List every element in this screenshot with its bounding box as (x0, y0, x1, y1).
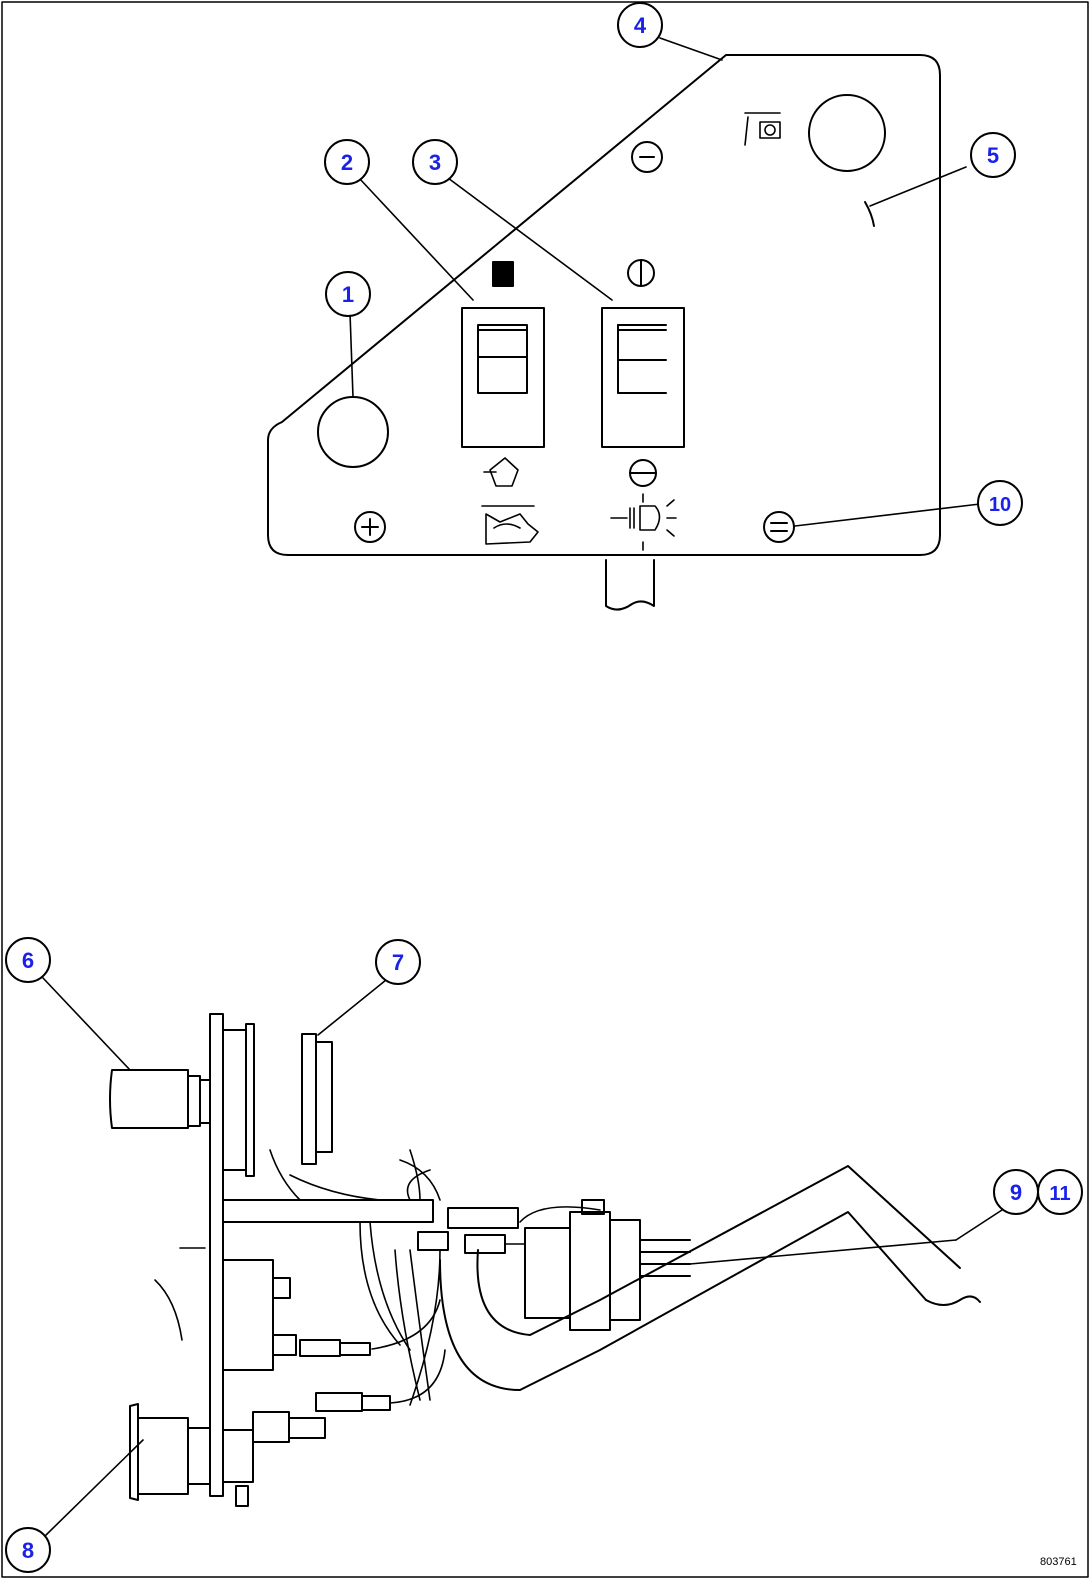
lamp-symbol-icon (627, 259, 655, 287)
panel-plate-side (209, 1013, 224, 1497)
panel-harness-stub (605, 559, 655, 611)
harness-main-connector (524, 1199, 691, 1331)
callout-bubble: 10 (977, 480, 1023, 526)
callout-label: 10 (989, 494, 1011, 516)
toggle-switch-side (252, 1411, 326, 1443)
callout-label: 3 (429, 150, 441, 175)
screw-icon (354, 511, 386, 543)
callout-bubble: 3 (412, 139, 458, 185)
callout-label: 5 (987, 143, 999, 168)
gauge-hole (808, 94, 886, 172)
callout-bubble: 8 (5, 1527, 51, 1573)
beacon-icon (629, 459, 657, 487)
callout-bubble: 9 (993, 1169, 1039, 1215)
indicator-lamp-icon (492, 261, 514, 287)
callout-bubble: 1 (325, 271, 371, 317)
leader-lines-bottom (42, 977, 1003, 1536)
screw-icon (763, 511, 795, 543)
callout-label: 4 (634, 13, 647, 38)
rocker-switch-body-side (222, 1023, 333, 1177)
push-button-side (129, 1403, 254, 1507)
callout-label: 8 (22, 1538, 34, 1563)
callout-bubble: 7 (375, 939, 421, 985)
callout-label: 1 (342, 282, 354, 307)
callout-label: 7 (392, 950, 404, 975)
mounting-bracket (222, 1199, 434, 1223)
callout-bubble: 5 (970, 132, 1016, 178)
panel-clip (864, 201, 875, 227)
callout-bubble: 6 (5, 937, 51, 983)
callout-label: 9 (1010, 1180, 1022, 1205)
leader-lines-top (349, 37, 981, 527)
callout-bubble: 2 (324, 139, 370, 185)
switch-panel-front (267, 54, 941, 556)
rocker-switch-lamp (601, 307, 685, 448)
rocker-switch-work-lamp (461, 307, 545, 448)
wiper-icon (481, 505, 539, 545)
cable-sheath (439, 1165, 981, 1391)
horn-icon (483, 457, 519, 487)
callout-label: 6 (22, 948, 34, 973)
relay-body (222, 1259, 297, 1371)
indicator-lamp-hole (317, 396, 389, 468)
wire-connector (299, 1207, 519, 1412)
indicator-lamp-side (109, 1069, 211, 1129)
callout-label: 2 (341, 150, 353, 175)
wiring (269, 1149, 601, 1406)
callout-bubble: 4 (617, 2, 663, 48)
gauge-symbol-icon (744, 112, 781, 146)
callout-label: 11 (1049, 1183, 1070, 1205)
callout-bubble: 11 (1037, 1169, 1083, 1215)
work-light-icon (610, 493, 677, 551)
screw-icon (631, 141, 663, 173)
bracket-arc (154, 1279, 183, 1341)
callout-group: 1 2 3 4 5 6 7 8 (5, 2, 1083, 1573)
figure-id: 803761 (1040, 1556, 1077, 1568)
